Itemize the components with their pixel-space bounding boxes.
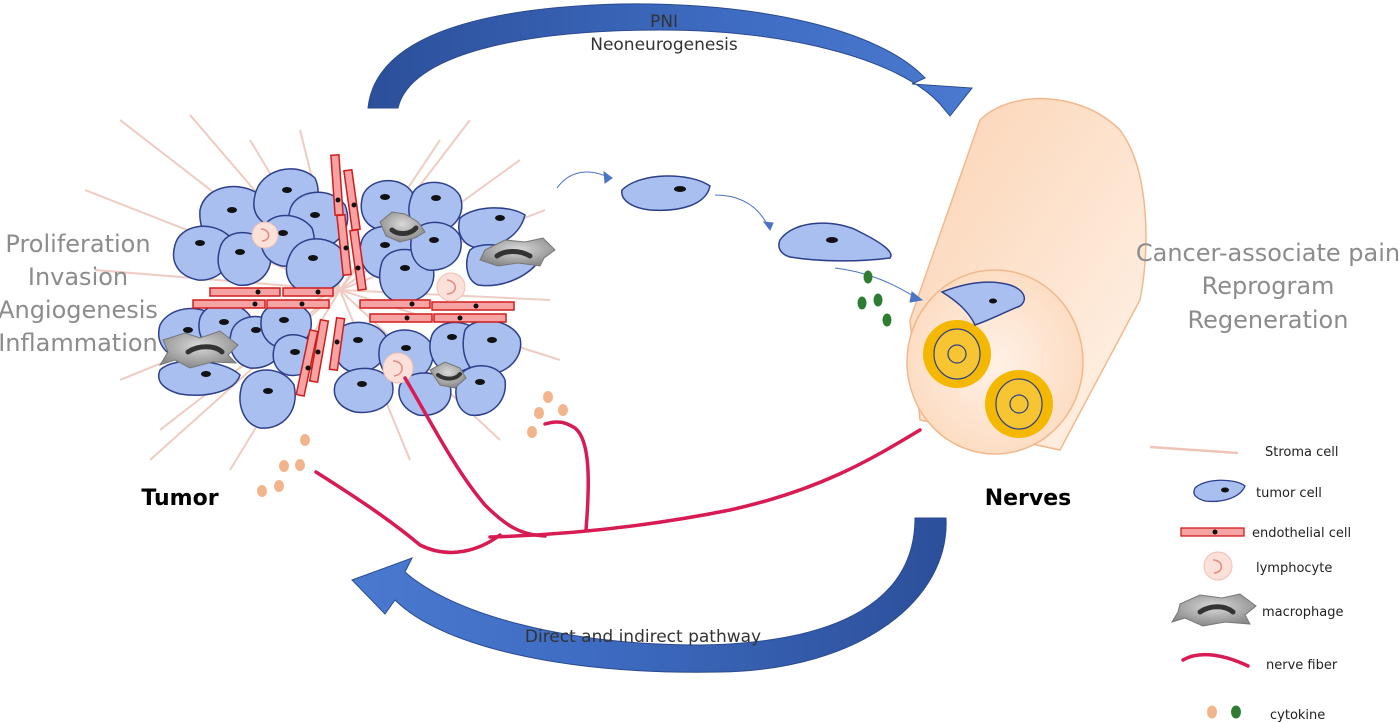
tumor-effect-proliferation: Proliferation: [5, 230, 150, 258]
nerve-cylinder: [906, 97, 1147, 455]
legend-lymphocyte-label: lymphocyte: [1256, 561, 1332, 576]
nerve-effect-reprogram: Reprogram: [1202, 272, 1335, 300]
legend-cytokine-green-swatch: [1231, 705, 1241, 719]
nerve-effect-regeneration: Regeneration: [1188, 306, 1349, 334]
legend-nerve-fiber-swatch: [1181, 652, 1250, 668]
tumor-effect-invasion: Invasion: [28, 263, 128, 291]
legend-stroma-swatch: [1149, 445, 1239, 455]
legend-macrophage-swatch: [1170, 593, 1257, 627]
legend-tumor-label: tumor cell: [1256, 486, 1322, 501]
legend-lymphocyte-swatch: [1203, 551, 1233, 581]
tumor-lymphocytes: [251, 221, 466, 384]
legend-macrophage-label: macrophage: [1262, 605, 1344, 620]
green-cytokines: [857, 270, 892, 327]
legend-tumor-swatch: [1193, 479, 1246, 503]
top-curved-arrow: [367, 3, 973, 117]
legend-cytokine-orange-swatch: [1207, 705, 1217, 719]
tumor-effects-list: Proliferation Invasion Angiogenesis Infl…: [0, 230, 158, 357]
migration-arrows: [556, 170, 924, 303]
legend-nerve-fiber-label: nerve fiber: [1266, 658, 1338, 673]
legend: Stroma cell tumor cell endothelial cell …: [1149, 445, 1351, 723]
nerve-effects-list: Cancer-associate pain Reprogram Regenera…: [1136, 239, 1399, 334]
tumor-cell-cluster: [158, 168, 542, 429]
nerve-effect-pain: Cancer-associate pain: [1136, 239, 1399, 267]
tumor-macrophages: [158, 211, 556, 389]
legend-stroma-label: Stroma cell: [1265, 445, 1339, 460]
migrating-tumor-cells: [621, 175, 892, 262]
top-arrow-label-line2: Neoneurogenesis: [590, 35, 738, 55]
orange-cytokines: [257, 391, 568, 497]
legend-endothelial-label: endothelial cell: [1252, 526, 1351, 541]
bottom-arrow-label: Direct and indirect pathway: [525, 627, 761, 647]
legend-cytokine-label: cytokine: [1270, 708, 1325, 723]
tumor-label: Tumor: [141, 486, 218, 511]
nerves-label: Nerves: [985, 486, 1072, 511]
tumor-cell-nuclei: [183, 187, 505, 394]
endothelial-nuclei: [252, 197, 479, 371]
bottom-curved-arrow: [351, 517, 947, 673]
tumor-effect-angiogenesis: Angiogenesis: [0, 296, 158, 324]
top-arrow-label-line1: PNI: [650, 12, 678, 32]
nerve-fibers: [314, 376, 922, 555]
tumor-effect-inflammation: Inflammation: [0, 329, 158, 357]
